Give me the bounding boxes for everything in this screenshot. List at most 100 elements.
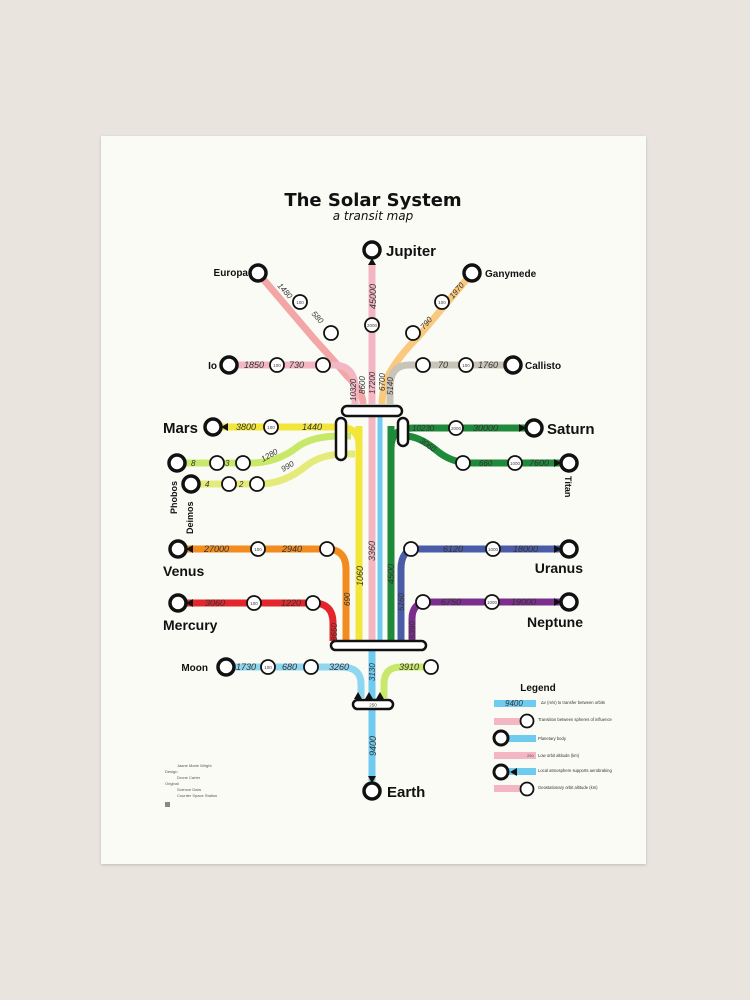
legend-geo-stop <box>519 781 535 797</box>
earth-hub <box>351 698 395 711</box>
dv-titan-c: 7600 <box>529 458 549 468</box>
stop-jupiter <box>364 317 380 333</box>
label-deimos: Deimos <box>185 501 195 534</box>
legend-aero-line <box>501 768 536 775</box>
dv-neptune-b: 19000 <box>511 597 536 607</box>
credit-2: Design <box>165 769 177 774</box>
stop-phobos-2 <box>235 455 251 471</box>
dv-moon-c: 3260 <box>329 662 349 672</box>
stop-val-io: 100 <box>273 363 281 368</box>
dv-v-saturn: 4500 <box>386 564 396 584</box>
dv-moon-d: 3910 <box>399 662 419 672</box>
aero-arrow-neptune <box>554 598 561 606</box>
transfer-stops <box>209 294 523 675</box>
stop-val-callisto: 100 <box>462 363 470 368</box>
aero-arrow-venus <box>186 545 193 553</box>
stop-val-mars: 100 <box>267 425 275 430</box>
stop-phobos <box>209 455 225 471</box>
stop-europa <box>292 294 308 310</box>
dv-moon-a: 1730 <box>236 662 256 672</box>
dv-v-neptune: 5390 <box>408 621 417 639</box>
credit-1: Jaane Marie Wright <box>177 763 212 768</box>
stop-deimos <box>221 476 237 492</box>
legend-item-6: Geostationary orbit altitude (km) <box>538 785 598 790</box>
dv-deimos-b: 2 <box>238 480 244 489</box>
jupiter-system-lines <box>229 264 513 405</box>
credit-5: Science Data <box>177 787 202 792</box>
stop-io-2 <box>315 357 331 373</box>
mars-hub <box>334 416 348 462</box>
stop-venus-2 <box>319 541 335 557</box>
transit-map: The Solar System a transit map <box>163 190 613 807</box>
legend-geo-line <box>494 785 524 792</box>
dv-v-mercury2: 8650 <box>330 623 339 641</box>
stop-val-moon: 100 <box>264 665 272 670</box>
dv-saturn-a: 10230 <box>412 424 435 433</box>
stop-val-saturn: 2000 <box>451 426 462 431</box>
legend-transition-line <box>494 718 528 725</box>
station-europa <box>248 263 268 283</box>
label-neptune: Neptune <box>527 614 583 630</box>
dv-trunk-cal: 5140 <box>386 377 395 395</box>
station-earth <box>362 781 382 801</box>
legend-planet-line <box>501 735 536 742</box>
dv-trunk-jup: 17200 <box>368 371 377 394</box>
legend-planet-icon <box>492 729 510 747</box>
legend-item-3: Planetary body <box>538 736 567 741</box>
stop-europa-2 <box>323 325 339 341</box>
label-phobos: Phobos <box>169 481 179 514</box>
line-moon-right <box>380 663 424 698</box>
stop-neptune-2 <box>484 594 500 610</box>
dv-uranus-a: 6120 <box>443 544 463 554</box>
stop-val-earth: 250 <box>369 703 377 708</box>
stop-moon <box>260 659 276 675</box>
line-ganymede <box>378 270 475 405</box>
dv-io-b: 730 <box>289 360 304 370</box>
stop-uranus-2 <box>485 541 501 557</box>
dv-mars-a: 3800 <box>236 422 256 432</box>
dv-v-venus: 1060 <box>355 566 365 586</box>
legend: Legend 9400 Δv (m/s) to transfer between… <box>492 683 613 797</box>
legend-aero-arrow <box>510 768 517 776</box>
line-callisto <box>386 361 513 404</box>
stop-moon-2 <box>303 659 319 675</box>
aero-arrow-earth <box>368 776 376 783</box>
legend-sample-line <box>494 700 536 707</box>
dv-phobos-b: 3 <box>225 459 230 468</box>
station-uranus <box>559 539 579 559</box>
stop-io <box>269 357 285 373</box>
station-jupiter <box>362 240 382 260</box>
station-mars <box>203 417 223 437</box>
poster: The Solar System a transit map <box>101 136 646 864</box>
inner-hub <box>329 639 428 652</box>
credit-4: Original <box>165 781 179 786</box>
jupiter-hub <box>340 404 404 418</box>
label-titan: Titan <box>563 476 573 497</box>
label-mercury: Mercury <box>163 617 218 633</box>
stop-titan-2 <box>507 455 523 471</box>
dv-mercury-a: 3060 <box>205 598 225 608</box>
dv-neptune-a: 6750 <box>441 597 461 607</box>
station-deimos <box>181 474 201 494</box>
stop-venus <box>250 541 266 557</box>
dv-v-mercury: 690 <box>343 592 352 606</box>
stop-mercury <box>246 595 262 611</box>
label-saturn: Saturn <box>547 421 595 438</box>
stop-uranus <box>403 541 419 557</box>
legend-transition-stop <box>519 713 535 729</box>
dv-deimos-a: 4 <box>205 480 210 489</box>
dv-uranus-b: 18000 <box>513 544 538 554</box>
stop-moon-3 <box>423 659 439 675</box>
station-ganymede <box>462 263 482 283</box>
stop-val-uranus: 1000 <box>488 547 499 552</box>
line-europa <box>255 270 367 405</box>
stop-titan <box>455 455 471 471</box>
label-earth: Earth <box>387 784 425 801</box>
aero-arrow-uranus <box>554 545 561 553</box>
stop-val-europa: 100 <box>296 300 304 305</box>
credits: Jaane Marie Wright Design Drone Carter O… <box>165 763 217 807</box>
station-io <box>219 355 239 375</box>
stop-ganymede-2 <box>405 325 421 341</box>
station-callisto <box>503 355 523 375</box>
arrow-hub-1 <box>354 692 384 699</box>
